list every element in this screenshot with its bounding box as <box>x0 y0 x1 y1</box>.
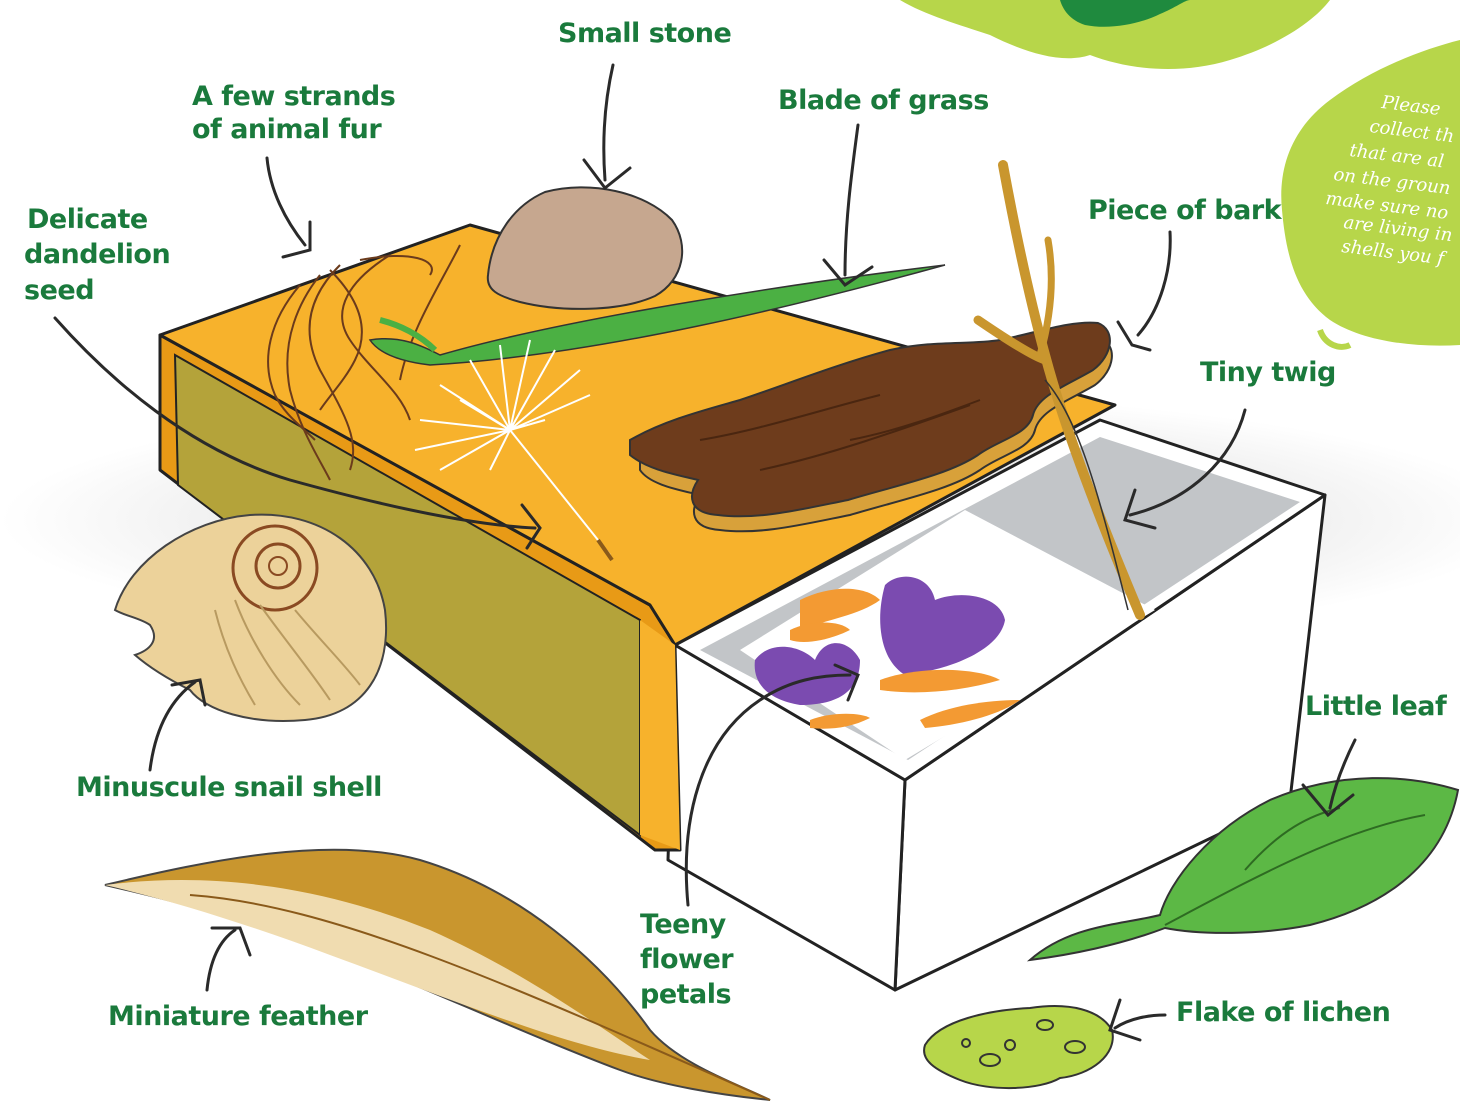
info-note-line1: Please <box>1380 92 1441 120</box>
label-petals-line1: Teeny <box>640 908 726 942</box>
label-piece-of-bark: Piece of bark <box>1088 194 1281 228</box>
flake-of-lichen <box>924 1006 1113 1088</box>
info-note: Please collect th that are al on the gro… <box>1325 88 1460 318</box>
label-petals-line3: petals <box>640 978 731 1012</box>
arrow-feather <box>207 928 250 990</box>
label-blade-of-grass: Blade of grass <box>778 84 989 118</box>
top-green-splash <box>900 0 1330 69</box>
label-dandelion-line3: seed <box>24 274 94 308</box>
arrow-flake-of-lichen <box>1110 1000 1165 1040</box>
label-snail-shell: Minuscule snail shell <box>76 771 382 805</box>
label-animal-fur-line2: of animal fur <box>192 113 381 147</box>
info-note-line2: collect th <box>1368 116 1455 147</box>
arrow-piece-of-bark <box>1118 232 1170 350</box>
arrow-blade-of-grass <box>824 125 872 285</box>
label-flake-of-lichen: Flake of lichen <box>1176 996 1390 1030</box>
arrow-animal-fur <box>267 158 310 257</box>
label-little-leaf: Little leaf <box>1305 690 1446 724</box>
label-petals-line2: flower <box>640 943 733 977</box>
label-small-stone: Small stone <box>558 17 731 51</box>
arrow-small-stone <box>584 65 630 188</box>
small-stone <box>488 187 682 309</box>
label-dandelion-line2: dandelion <box>24 238 170 272</box>
label-miniature-feather: Miniature feather <box>108 1000 368 1034</box>
label-animal-fur-line1: A few strands <box>192 80 395 114</box>
label-dandelion-line1: Delicate <box>27 203 148 237</box>
label-tiny-twig: Tiny twig <box>1200 356 1336 390</box>
